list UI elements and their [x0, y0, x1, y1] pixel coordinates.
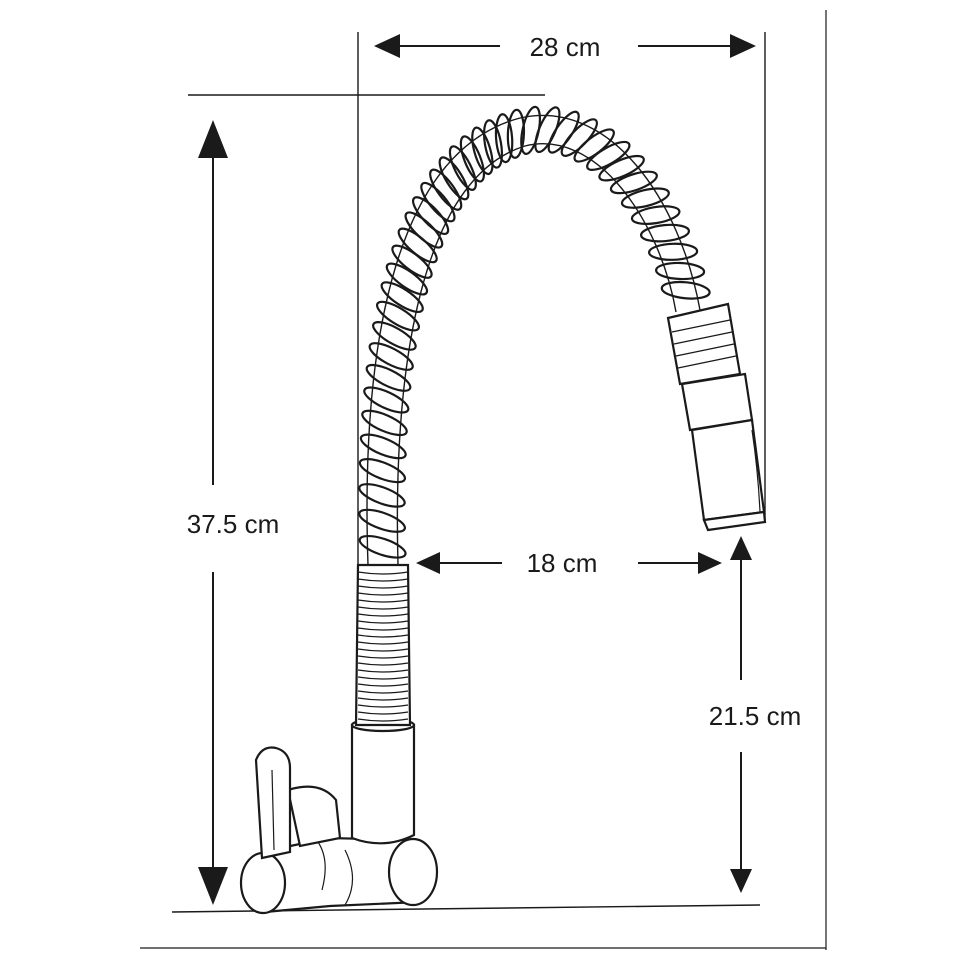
arrow-right-head: [730, 34, 756, 58]
height-label: 37.5 cm: [187, 509, 280, 539]
hose-rib: [357, 592, 409, 596]
dimension-reach: 18 cm: [416, 548, 722, 578]
corrugated-hose: [354, 563, 412, 727]
arrow-down-head: [198, 867, 228, 905]
hose-rib: [357, 585, 409, 589]
coil-loop: [375, 300, 421, 332]
coil-loop: [506, 108, 526, 159]
coil-loop: [412, 196, 450, 235]
lever-handle: [254, 746, 292, 860]
coil-loop: [534, 106, 561, 154]
faucet-body: [350, 717, 416, 845]
coil-loop: [655, 261, 706, 281]
hose-rib: [357, 606, 409, 610]
coil-loop: [361, 409, 408, 437]
hose-rib: [357, 655, 409, 659]
hose-rib: [357, 613, 409, 617]
hose-rib: [357, 704, 409, 708]
arrow-left-head: [416, 552, 440, 574]
hose-rib: [357, 683, 409, 687]
arrow-left-head: [374, 34, 400, 58]
spring-coil: [358, 105, 711, 566]
coil-loop: [438, 156, 470, 201]
hose-rib: [357, 578, 409, 582]
width-label: 28 cm: [530, 32, 601, 62]
hose-rib: [357, 571, 409, 575]
hose-rib: [357, 662, 409, 666]
wall-mount-base: [239, 785, 439, 915]
hose-rib: [357, 641, 409, 645]
hose-rib: [357, 648, 409, 652]
coil-loop: [482, 119, 504, 169]
hose-rib: [357, 634, 409, 638]
coil-loop: [358, 458, 407, 484]
arrow-down-head: [730, 869, 752, 893]
arrow-up-head: [730, 536, 752, 560]
coil-loop: [365, 363, 412, 392]
hose-rib: [357, 627, 409, 631]
dimension-height: 37.5 cm: [187, 120, 280, 905]
arrow-right-head: [698, 552, 722, 574]
arrow-up-head: [198, 120, 228, 158]
coil-loop: [420, 181, 456, 223]
dimension-clearance: 21.5 cm: [709, 536, 802, 893]
coil-loop: [648, 242, 699, 261]
hose-rib: [357, 669, 409, 673]
dimension-width: 28 cm: [374, 32, 756, 62]
coil-loop: [609, 170, 658, 195]
coil-loop: [620, 187, 670, 209]
hose-rib: [357, 711, 409, 715]
coil-loop: [372, 321, 417, 351]
coil-loop: [471, 126, 494, 176]
hose-rib: [357, 620, 409, 624]
clearance-label: 21.5 cm: [709, 701, 802, 731]
hose-rib: [357, 599, 409, 603]
coil-loop: [660, 280, 711, 300]
spray-head: [666, 302, 767, 532]
coil-loop: [598, 154, 645, 182]
coil-loop: [494, 113, 514, 164]
coil-loop: [358, 483, 406, 508]
reach-label: 18 cm: [527, 548, 598, 578]
coil-loop: [429, 168, 463, 211]
coil-loop: [363, 386, 410, 414]
coil-loop: [368, 342, 414, 371]
coil-loop: [630, 205, 681, 225]
coil-loop: [359, 433, 407, 460]
hose-rib: [357, 697, 409, 701]
hose-rib: [357, 718, 409, 722]
coil-loop: [639, 223, 691, 243]
hose-rib: [357, 690, 409, 694]
coil-loop: [358, 508, 406, 533]
coil-loop: [448, 145, 477, 191]
coil-loop: [380, 281, 424, 313]
coil-loop: [459, 135, 486, 183]
coil-loop: [358, 534, 407, 559]
hose-rib: [357, 676, 409, 680]
faucet-illustration: [239, 105, 767, 915]
